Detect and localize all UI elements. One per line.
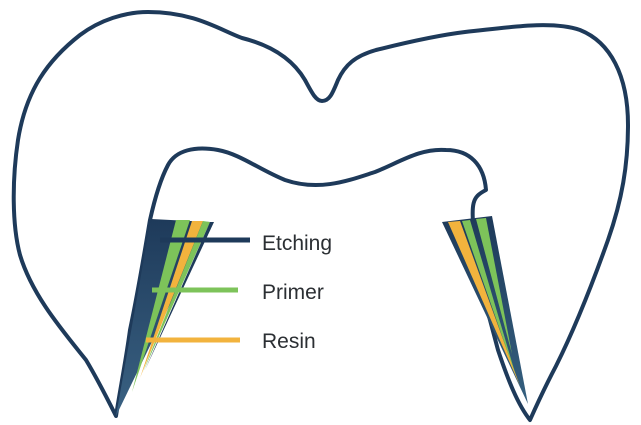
primer-label: Primer (262, 282, 324, 303)
tooth-outline (14, 12, 628, 420)
resin-label: Resin (262, 331, 316, 352)
etching-label: Etching (262, 233, 332, 254)
